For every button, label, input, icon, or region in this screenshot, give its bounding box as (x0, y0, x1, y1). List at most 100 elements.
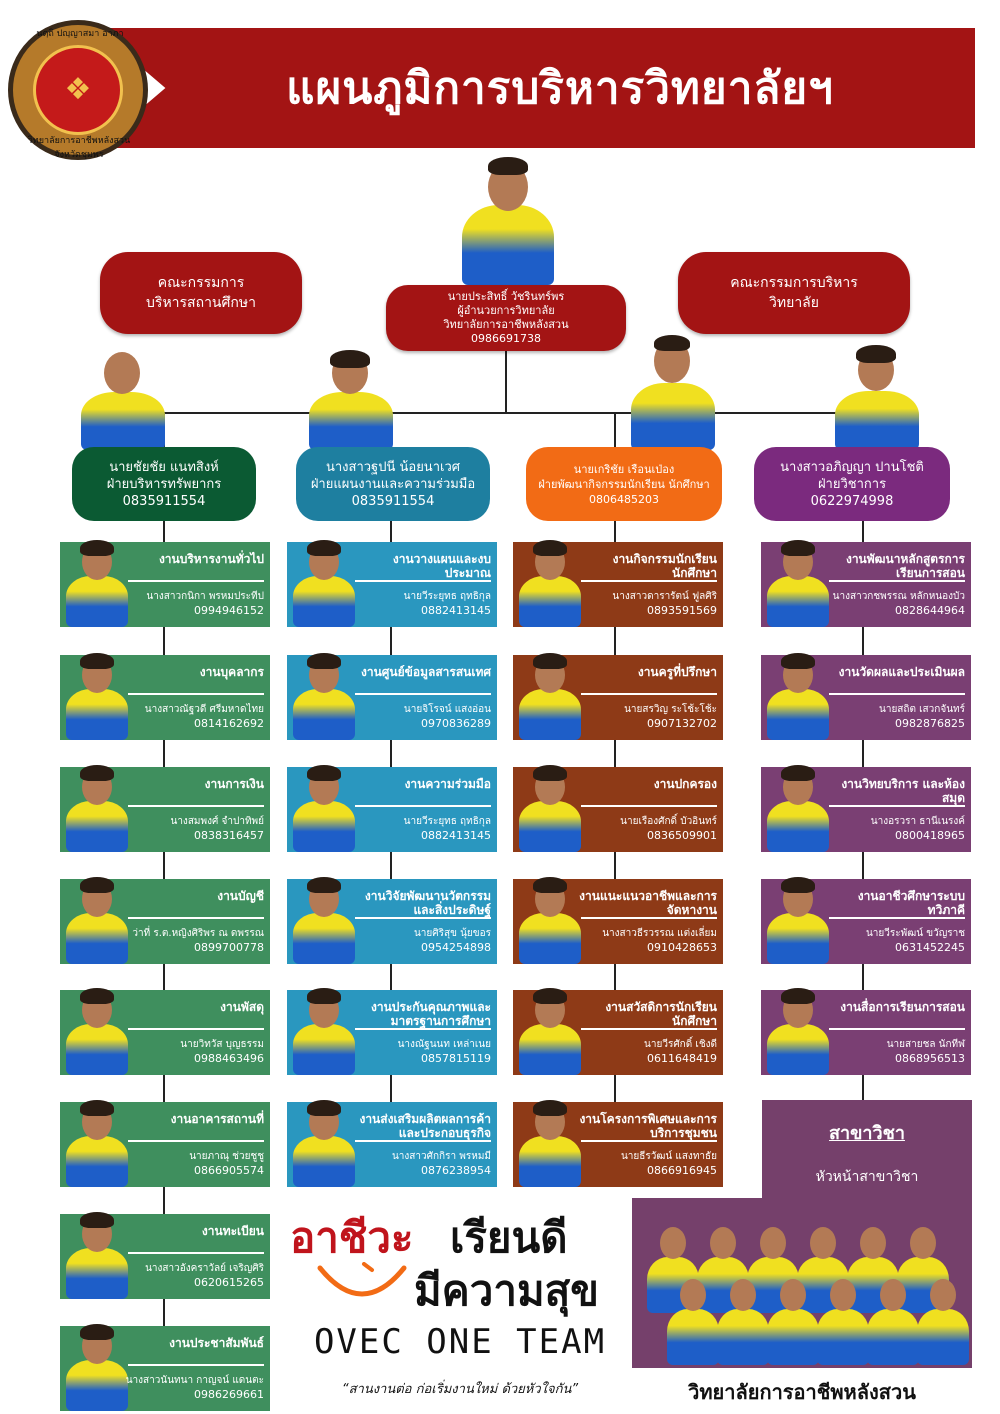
board-left-line1: คณะกรรมการ (157, 275, 245, 291)
division-planning: นางสาวฐปนี น้อยนาเวศ ฝ่ายแผนงานและความร่… (296, 447, 490, 521)
staff-phone: 0893591569 (647, 604, 717, 617)
staff-phone: 0988463496 (194, 1052, 264, 1065)
team-member-photo (715, 1275, 771, 1365)
work-unit-card: งานวิจัยพัฒนานวัตกรรมและสิ่งประดิษฐ์นายศ… (287, 877, 497, 964)
work-unit-card: งานครูที่ปรึกษานายสรวิญ ระโช้ะโช้ะ 090713… (513, 653, 723, 740)
work-unit-title: งานวัดผลและประเมินผล (838, 665, 965, 679)
division-head-photo (628, 335, 718, 450)
staff-phone: 0986269661 (194, 1388, 264, 1401)
staff-name: นางสาวกชพรรณ หลักหนองบัว (832, 591, 965, 602)
staff-photo (517, 763, 583, 852)
division-head-photo (306, 350, 396, 450)
director-title: ผู้อำนวยการวิทยาลัย (457, 304, 555, 317)
staff-name: นางสาวดารารัตน์ ฟูลศิริ (612, 591, 717, 602)
staff-photo (765, 538, 831, 627)
work-unit-title: งานครูที่ปรึกษา (637, 665, 717, 679)
connector-line (163, 412, 863, 414)
staff-name: นายสรวิญ ระโช้ะโช้ะ (624, 704, 717, 715)
work-unit-title: งานพัฒนาหลักสูตรการเรียนการสอน (845, 552, 965, 580)
staff-phone: 0982876825 (895, 717, 965, 730)
work-unit-title: งานศูนย์ข้อมูลสารสนเทศ (361, 665, 491, 679)
staff-photo (291, 763, 357, 852)
team-member-photo (815, 1275, 871, 1365)
work-unit-card: งานกิจกรรมนักเรียน นักศึกษานางสาวดารารัต… (513, 540, 723, 627)
team-member-photo (915, 1275, 971, 1365)
staff-phone: 0907132702 (647, 717, 717, 730)
divider (581, 1140, 717, 1142)
board-left: คณะกรรมการ บริหารสถานศึกษา (100, 252, 302, 334)
work-unit-card: งานวางแผนและงบประมาณนายวีระยุทธ ฤทธิกุล 0… (287, 540, 497, 627)
staff-photo (64, 986, 130, 1075)
work-unit-title: งานแนะแนวอาชีพและการจัดหางาน (579, 889, 717, 917)
staff-phone: 0954254898 (421, 941, 491, 954)
staff-name: นายศิริสุข นุ้ยขอร (413, 928, 491, 939)
branch-panel (762, 1100, 972, 1200)
division-role: ฝ่ายวิชาการ (817, 476, 887, 492)
staff-phone: 0828644964 (895, 604, 965, 617)
division-head-name: นางสาวฐปนี น้อยนาเวศ (325, 459, 460, 475)
work-unit-title: งานโครงการพิเศษและการบริการชุมชน (579, 1112, 717, 1140)
staff-phone: 0838316457 (194, 829, 264, 842)
divider (128, 1140, 264, 1142)
work-unit-card: งานอาคารสถานที่นายภาณุ ช่วยชูชู086690557… (60, 1100, 270, 1187)
staff-photo (64, 875, 130, 964)
connector-line (614, 412, 616, 447)
slogan-part3: มีความสุข (414, 1266, 599, 1315)
board-right: คณะกรรมการบริหาร วิทยาลัย (678, 252, 910, 334)
division-role: ฝ่ายแผนงานและความร่วมมือ (310, 476, 476, 492)
work-unit-card: งานประชาสัมพันธ์นางสาวนันทนา กาญจน์ แดนต… (60, 1324, 270, 1411)
slogan-quote: “สานงานต่อ ก่อเริ่มงานใหม่ ด้วยหัวใจกัน” (341, 1382, 579, 1397)
staff-name: นายวีระยุทธ ฤทธิกุล (403, 591, 491, 602)
work-unit-card: งานวัดผลและประเมินผลนายสถิต เสวกจันทร์ 09… (761, 653, 971, 740)
division-phone: 0835911554 (351, 493, 435, 509)
team-member-photo (765, 1275, 821, 1365)
divider (829, 1028, 965, 1030)
connector-line (505, 350, 507, 413)
page-title: แผนภูมิการบริหารวิทยาลัยฯ (286, 63, 834, 114)
staff-phone: 0882413145 (421, 604, 491, 617)
staff-name: นางณัฐนนท เหล่าเนย (397, 1039, 491, 1050)
staff-phone: 0814162692 (194, 717, 264, 730)
staff-name: นางสมพงศ์ จำปาทิพย์ (170, 816, 264, 827)
staff-phone: 0631452245 (895, 941, 965, 954)
work-unit-title: งานบัญชี (217, 889, 264, 903)
staff-photo (765, 986, 831, 1075)
staff-phone: 0876238954 (421, 1164, 491, 1177)
work-unit-card: งานอาชีวศึกษาระบบทวิภาคีนายวีระพัฒน์ ขวั… (761, 877, 971, 964)
logo-seal-ring (33, 45, 123, 135)
staff-photo (765, 651, 831, 740)
staff-photo (64, 1210, 130, 1299)
divider (355, 1028, 491, 1030)
staff-name: นายภาณุ ช่วยชูชู (189, 1151, 264, 1162)
work-unit-title: งานส่งเสริมผลิตผลการค้าและประกอบธุรกิจ (359, 1112, 491, 1140)
staff-photo (291, 538, 357, 627)
staff-phone: 0866916945 (647, 1164, 717, 1177)
staff-name: นายสถิต เสวกจันทร์ (879, 704, 965, 715)
staff-name: นายสายชล นักทีฬ (886, 1039, 965, 1050)
division-role: ฝ่ายพัฒนากิจกรรมนักเรียน นักศึกษา (538, 477, 710, 491)
work-unit-title: งานประกันคุณภาพและมาตรฐานการศึกษา (370, 1000, 491, 1028)
team-motto: OVEC ONE TEAM (313, 1322, 607, 1362)
divider (581, 805, 717, 807)
work-unit-card: งานการเงินนางสมพงศ์ จำปาทิพย์0838316457 (60, 765, 270, 852)
divider (581, 580, 717, 582)
staff-name: นางสาวศักกิรา พรหมมี (391, 1151, 491, 1162)
staff-photo (64, 1098, 130, 1187)
staff-name: นางสาวนันทนา กาญจน์ แดนตะ (125, 1375, 264, 1386)
staff-photo (517, 986, 583, 1075)
work-unit-title: งานกิจกรรมนักเรียน นักศึกษา (612, 552, 717, 580)
work-unit-title: งานวางแผนและงบประมาณ (392, 552, 491, 580)
work-unit-title: งานสวัสดิการนักเรียน นักศึกษา (605, 1000, 717, 1028)
staff-photo (64, 651, 130, 740)
division-resources: นายชัยชัย แนทสิงห์ ฝ่ายบริหารทรัพยากร 08… (72, 447, 256, 521)
director-name: นายประสิทธิ์ วัชรินทร์พร (447, 290, 565, 303)
director-college: วิทยาลัยการอาชีพหลังสวน (443, 318, 569, 331)
staff-name: นายธีรวัฒน์ แสงทาธัย (620, 1151, 717, 1162)
staff-phone: 0866905574 (194, 1164, 264, 1177)
work-unit-card: งานศูนย์ข้อมูลสารสนเทศนายจิโรจน์ แสงอ่อน… (287, 653, 497, 740)
division-phone: 0806485203 (589, 492, 659, 506)
divider (128, 693, 264, 695)
